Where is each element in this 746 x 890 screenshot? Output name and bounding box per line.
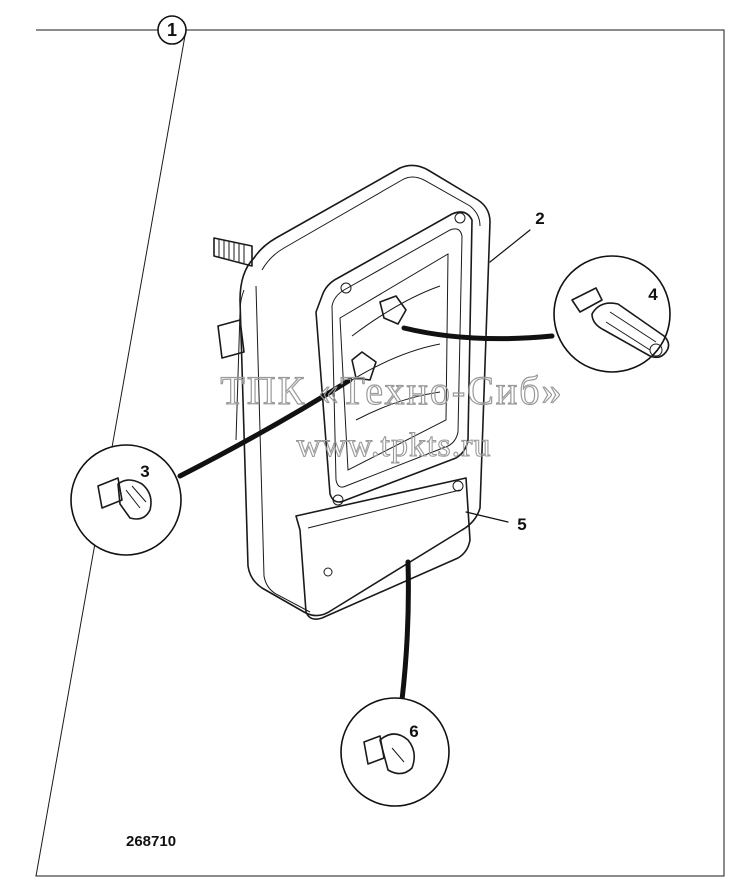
lens-cover [295,477,471,620]
headlamp-lens [315,211,473,503]
mounting-stud [213,237,253,359]
lamp-housing [239,164,491,617]
callout-indicator-bulb: 6 [409,722,418,741]
assembly-number: 1 [167,20,177,40]
indicator-bulb-icon [363,733,416,775]
leader-lines [177,229,555,703]
callout-side-bulb: 3 [140,462,149,481]
callout-headlamp-bulb: 4 [648,285,658,304]
frame-border [35,29,725,877]
headlamp-bulb-icon [571,287,670,359]
headlamp-bulb-detail [553,255,671,373]
watermark-company: ТПК «Техно-Сиб» [220,368,563,413]
callout-lens-cover: 5 [517,515,526,534]
assembly-marker: 1 [157,15,187,45]
figure-code: 268710 [126,833,176,850]
callout-lamp-housing: 2 [535,209,544,228]
indicator-bulb-detail [340,697,450,807]
side-bulb-icon [97,477,152,520]
lamp-assembly [213,164,491,620]
watermark-url: www.tpkts.ru [297,427,492,464]
side-bulb-detail [70,444,182,556]
